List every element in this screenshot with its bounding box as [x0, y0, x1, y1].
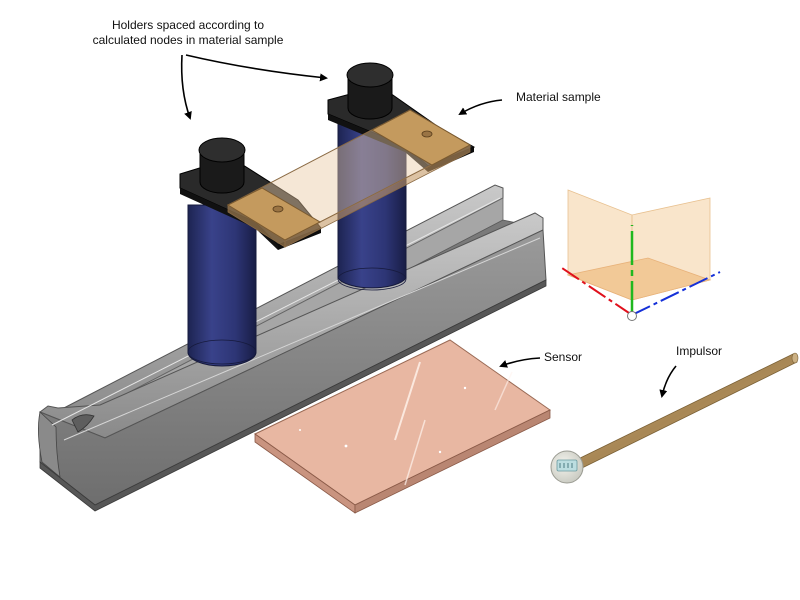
impulsor-label: Impulsor [676, 344, 723, 358]
arrow-icon [185, 54, 328, 82]
holders-label-line2: calculated nodes in material sample [92, 33, 284, 47]
material-sample [226, 109, 472, 248]
arrow-icon [180, 54, 192, 120]
impulsor [550, 352, 799, 484]
view-cube-icon[interactable] [561, 189, 721, 321]
annotation-arrows [180, 54, 677, 398]
arrow-icon [499, 357, 541, 368]
material-sample-label: Material sample [516, 90, 601, 104]
holders-label: Holders spaced according to calculated n… [78, 18, 298, 48]
holders-label-line1: Holders spaced according to [111, 18, 265, 32]
sensor-plate [254, 339, 551, 514]
arrow-icon [659, 365, 677, 398]
sensor-label: Sensor [544, 350, 583, 364]
arrow-icon [458, 99, 503, 116]
